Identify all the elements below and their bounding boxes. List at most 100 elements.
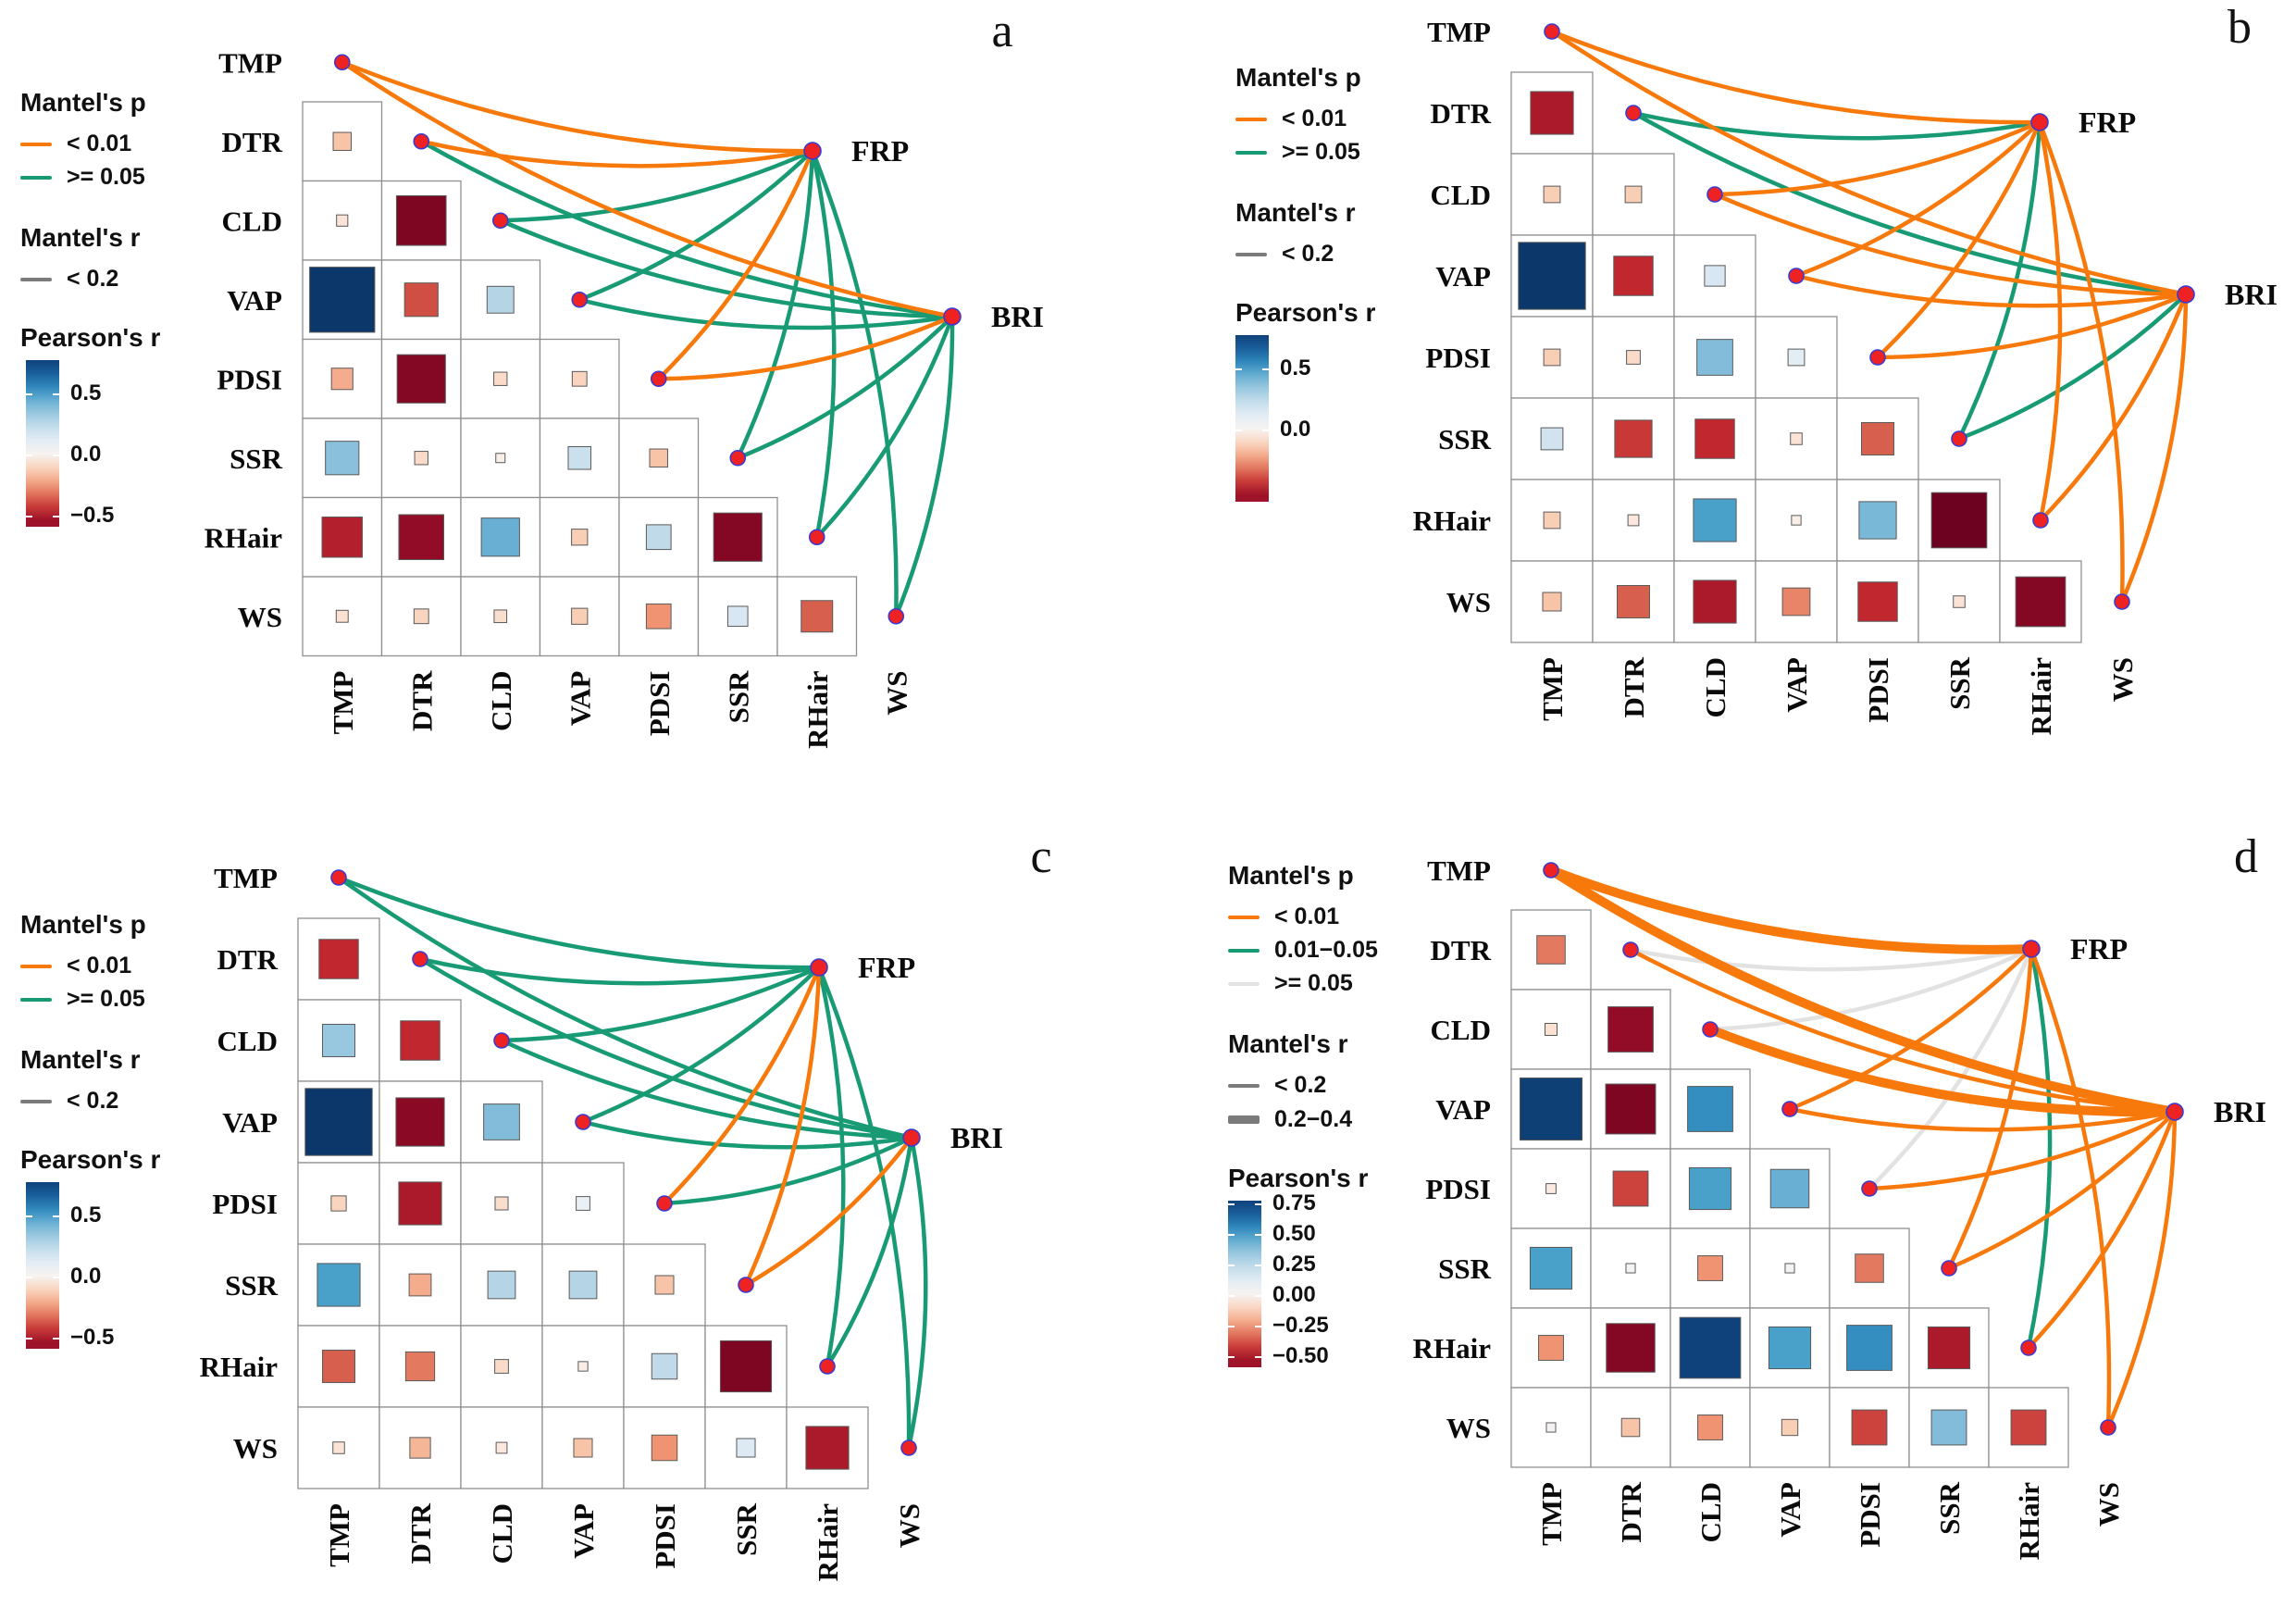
colorbar-notch (53, 1338, 59, 1340)
legend-item-label: >= 0.05 (1282, 139, 1360, 165)
mantel-link-PDSI-BRI (1867, 1109, 2178, 1191)
legend-title-pearson-r: Pearson's r (20, 323, 161, 352)
legend-item: 0.2−0.4 (1228, 1106, 1352, 1133)
mantel-link-VAP-BRI (577, 297, 955, 330)
pearson-square (400, 1020, 441, 1061)
mantel-link-CLD-BRI (1706, 1025, 2179, 1117)
node-dot-PDSI (1861, 1180, 1878, 1197)
colorbar-notch (53, 393, 59, 396)
legend-title-pearson-r: Pearson's r (1235, 298, 1376, 327)
mantel-link-CLD-BRI (498, 218, 955, 319)
target-label-FRP: FRP (858, 951, 915, 984)
row-label-TMP: TMP (214, 862, 278, 894)
legend-title-pearson-r: Pearson's r (1228, 1164, 1369, 1192)
pearson-square (1781, 587, 1811, 617)
pearson-square (403, 282, 439, 318)
pearson-square (1855, 1253, 1884, 1283)
pearson-square (494, 1196, 509, 1211)
colorbar-notch (1262, 430, 1269, 432)
pearson-square (1858, 501, 1897, 540)
col-label-RHair: RHair (2013, 1482, 2045, 1561)
col-label-TMP: TMP (1535, 1482, 1568, 1546)
colorbar-notch (26, 1277, 32, 1279)
colorbar-tick-label: −0.5 (70, 503, 115, 529)
mantel-link-VAP-FRP (577, 148, 815, 302)
pearson-square (1536, 935, 1566, 965)
pearson-square (571, 370, 588, 387)
node-dot-VAP (571, 291, 589, 308)
pearson-square (1688, 1166, 1732, 1211)
node-dot-CLD (491, 212, 509, 230)
mantel-link-WS-FRP (816, 965, 912, 1451)
pearson-square (1545, 1183, 1557, 1194)
mantel-link-VAP-BRI (1793, 273, 2189, 308)
col-label-PDSI: PDSI (1854, 1482, 1886, 1548)
mantel-link-DTR-FRP (419, 139, 815, 168)
col-label-VAP: VAP (564, 670, 596, 726)
pearson-colorbar (1228, 1201, 1261, 1367)
legend-title-mantel-p: Mantel's p (20, 88, 146, 117)
mantel-link-PDSI-BRI (656, 314, 955, 381)
pearson-square (800, 600, 834, 633)
pearson-square (1769, 1168, 1810, 1209)
pearson-square (1542, 592, 1562, 612)
colorbar-notch (53, 1215, 59, 1218)
pearson-square (1545, 1422, 1557, 1433)
row-label-SSR: SSR (230, 442, 282, 475)
mantel-link-RHair-FRP (2037, 119, 2063, 523)
row-label-TMP: TMP (218, 46, 282, 79)
mantel-link-SSR-FRP (743, 965, 822, 1288)
colorbar-tick-label: 0.50 (1272, 1221, 1316, 1247)
pearson-square (1696, 339, 1733, 376)
pearson-square (649, 448, 668, 467)
legend-item-label: 0.01−0.05 (1274, 937, 1378, 963)
pearson-square (330, 1195, 347, 1212)
panel-letter-b: b (2228, 1, 2252, 54)
pearson-square (487, 1270, 516, 1300)
pearson-square (395, 1097, 445, 1147)
target-label-BRI: BRI (991, 300, 1044, 333)
node-dot-TMP (1543, 862, 1559, 879)
pearson-square (1953, 595, 1966, 608)
pearson-square (1606, 1323, 1656, 1373)
colorbar-tick-label: 0.75 (1272, 1190, 1316, 1215)
node-dot-DTR (1625, 105, 1642, 121)
panel-letter-c: c (1030, 830, 1052, 883)
pearson-square (736, 1438, 756, 1458)
col-label-DTR: DTR (404, 1502, 437, 1564)
pearson-square (316, 1263, 361, 1307)
pearson-colorbar (26, 360, 59, 527)
col-label-DTR: DTR (1618, 656, 1650, 717)
node-dot-BRI (2166, 1103, 2184, 1121)
colorbar-notch (1228, 1356, 1235, 1359)
colorbar-notch (53, 1277, 59, 1279)
pearson-square (726, 605, 749, 628)
colorbar-tick-label: 0.0 (70, 442, 102, 467)
mantel-link-RHair-BRI (2026, 1109, 2178, 1351)
colorbar-notch (26, 393, 32, 396)
pearson-square (395, 194, 447, 246)
pearson-square (1624, 185, 1643, 204)
mantel-link-WS-BRI (906, 1135, 928, 1451)
node-dot-SSR (738, 1277, 754, 1293)
colorbar-tick-label: −0.25 (1272, 1313, 1329, 1339)
mantel-link-SSR-BRI (743, 1135, 914, 1288)
mantel-link-WS-BRI (2119, 292, 2189, 604)
legend-title-mantel-p: Mantel's p (1235, 63, 1361, 92)
pearson-square (1846, 1325, 1893, 1371)
pearson-square (654, 1275, 675, 1295)
colorbar-notch (53, 455, 59, 457)
node-dot-PDSI (650, 370, 667, 388)
node-dot-WS (2100, 1419, 2116, 1436)
legend-swatch-icon (20, 142, 52, 146)
legend-item: < 0.01 (20, 131, 131, 157)
col-label-TMP: TMP (327, 670, 359, 734)
pearson-colorbar (1235, 335, 1269, 502)
row-label-WS: WS (1446, 1412, 1491, 1444)
colorbar-notch (1228, 1265, 1235, 1267)
colorbar-tick-label: 0.5 (70, 380, 102, 406)
legend-item-label: < 0.01 (67, 131, 132, 156)
